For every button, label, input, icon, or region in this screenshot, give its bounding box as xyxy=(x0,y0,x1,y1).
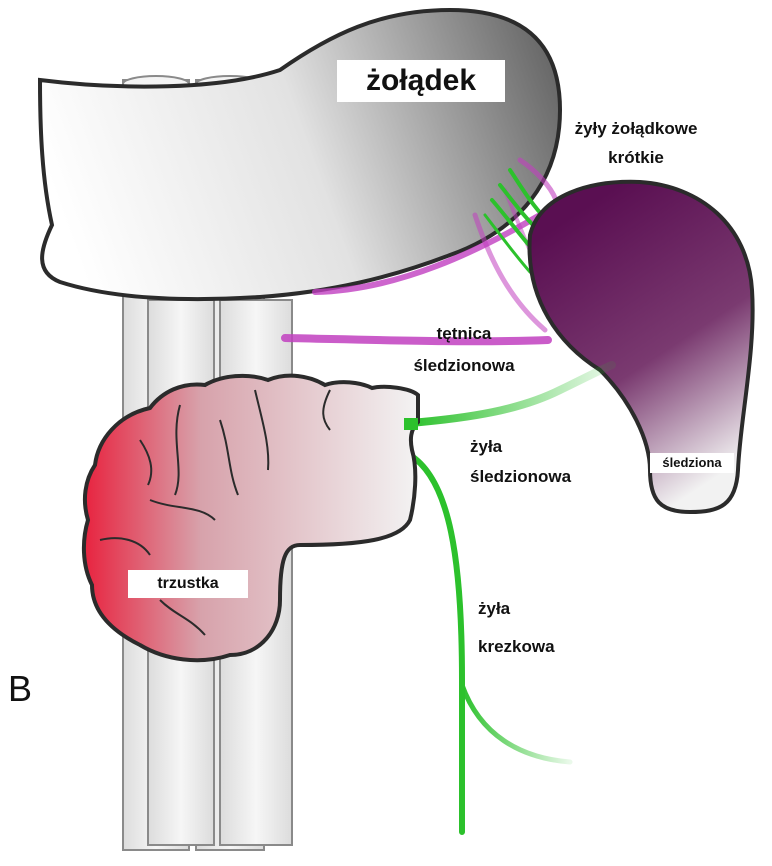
splenic-vein-label-line-2: śledzionowa xyxy=(470,467,572,486)
mesenteric-vein-label-line-1: żyła xyxy=(478,599,511,618)
stomach-label: żołądek xyxy=(337,60,505,102)
pancreas-texture xyxy=(99,389,331,636)
splenic-vein xyxy=(406,361,616,427)
short-gastric-veins-label-line-2: krótkie xyxy=(608,148,664,167)
artery-branch-2 xyxy=(517,157,559,203)
pancreas-shape xyxy=(81,373,420,663)
short-gastric-veins-label-line-1: żyły żołądkowe xyxy=(574,119,698,138)
mesenteric-vein xyxy=(407,452,573,835)
splenic-vein-label-line-1: żyła xyxy=(470,437,503,456)
splenic-artery-label-line-1: tętnica xyxy=(436,324,492,343)
splenic-artery-label: tętnica śledzionowa xyxy=(398,318,530,382)
artery-branch-1 xyxy=(472,212,548,333)
stomach-shape xyxy=(37,7,563,302)
panel-label: B xyxy=(8,668,33,709)
splenic-artery-label-line-2: śledzionowa xyxy=(413,356,515,375)
short-gastric-veins-label: żyły żołądkowe krótkie xyxy=(566,114,706,172)
mesenteric-vein-label-line-2: krezkowa xyxy=(478,637,555,656)
splenic-vein-label: żyła śledzionowa xyxy=(470,432,571,492)
pancreas-label: trzustka xyxy=(128,570,248,598)
artery-main xyxy=(281,334,552,346)
mesenteric-vein-label: żyła krezkowa xyxy=(478,590,555,666)
pancreas-tail-cap xyxy=(404,418,418,430)
spleen-label: śledziona xyxy=(650,453,734,473)
